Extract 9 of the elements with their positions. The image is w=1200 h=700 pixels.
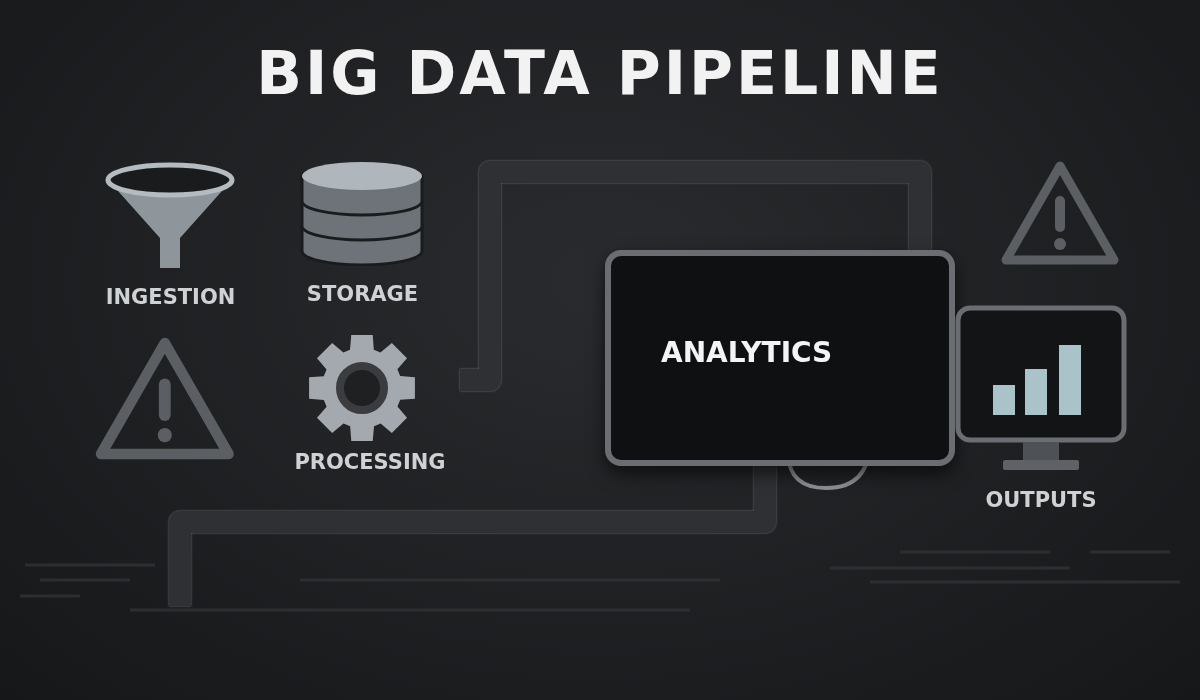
stage-label: PROCESSING <box>293 450 447 474</box>
stage-label: STORAGE <box>305 282 420 306</box>
analytics-screen <box>605 250 955 466</box>
pipe <box>460 161 931 391</box>
stage-label: OUTPUTS <box>984 488 1098 512</box>
stage-label: INGESTION <box>104 285 237 309</box>
pipe <box>169 466 776 606</box>
title: BIG DATA PIPELINE <box>255 38 945 108</box>
stage-label: ANALYTICS <box>661 336 833 369</box>
